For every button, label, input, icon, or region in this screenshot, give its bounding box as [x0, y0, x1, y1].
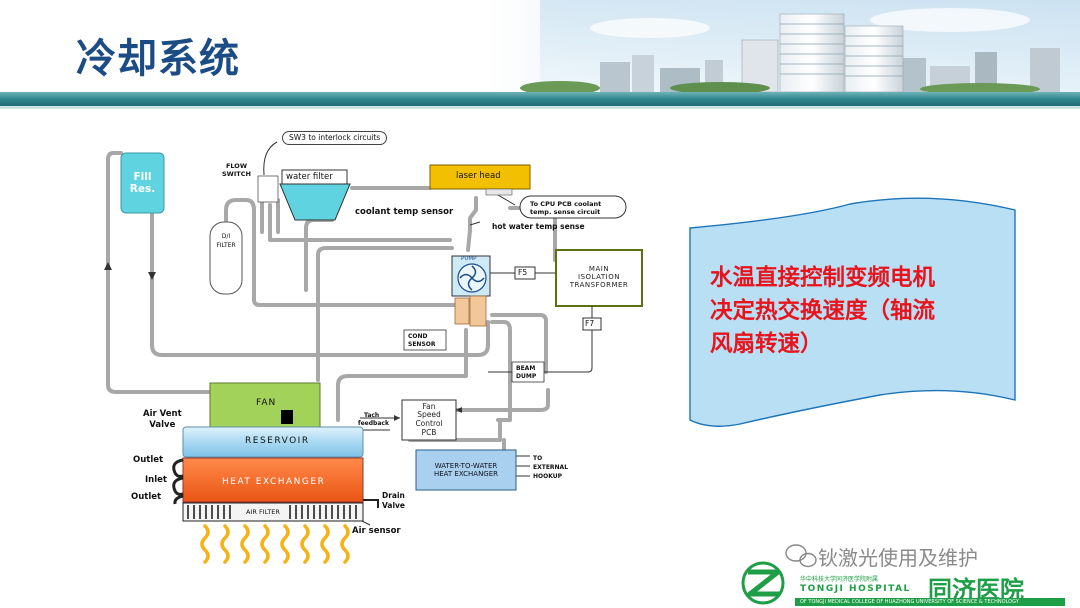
air-vent-line2: Valve	[149, 420, 176, 431]
tach-feedback-label: Tach feedback	[358, 412, 389, 428]
air-sensor-label: Air sensor	[352, 526, 401, 536]
pump-label: PUMP	[461, 256, 477, 262]
beam-dump-line2: DUMP	[516, 372, 537, 380]
to-ext-line2: EXTERNAL	[533, 464, 569, 471]
cond-sensor-line2: SENSOR	[408, 340, 436, 348]
slide-header: 冷却系统	[0, 0, 1080, 100]
inlet-label: Inlet	[145, 475, 167, 485]
to-ext-line3: HOOKUP	[533, 473, 563, 480]
flow-switch-line2: SWITCH	[222, 169, 251, 178]
hospital-name-en: TONGJI HOSPITAL	[800, 584, 911, 594]
hospital-subtitle-cn: 华中科技大学同济医学院附属	[800, 576, 879, 583]
heat-exchanger-label: HEAT EXCHANGER	[222, 477, 326, 487]
city-skyline-image	[520, 0, 1080, 95]
header-divider-line	[0, 106, 1080, 109]
to-cpu-label: To CPU PCB coolant temp. sense circuit	[530, 200, 601, 216]
callout-line2: 决定热交换速度（轴流	[710, 298, 936, 324]
fill-res-line2: Res.	[129, 183, 156, 195]
tach-line2: feedback	[358, 419, 389, 427]
fan-speed-control-pcb: Fan Speed Control PCB	[402, 401, 456, 439]
f7-fuse-label: F7	[585, 319, 595, 328]
di-filter-label: D/I FILTER	[212, 232, 240, 250]
drain-valve-line2: Valve	[382, 500, 406, 510]
hospital-subtitle-en: OF TONGJI MEDICAL COLLEGE OF HUAZHONG UN…	[800, 599, 1019, 605]
flow-switch-label: FLOW SWITCH	[222, 162, 251, 179]
di-filter-line2: FILTER	[216, 242, 236, 249]
to-cpu-line2: temp. sense circuit	[530, 208, 601, 217]
outlet-bottom-label: Outlet	[131, 492, 162, 502]
water-filter-label: water filter	[286, 172, 333, 182]
drain-valve-line1: Drain	[382, 491, 405, 500]
to-external-hookup-label: TO EXTERNAL HOOKUP	[533, 454, 568, 481]
transformer-line3: TRANSFORMER	[569, 280, 629, 289]
air-filter-label: AIR FILTER	[246, 508, 280, 516]
callout-text: 水温直接控制变频电机 决定热交换速度（轴流 风扇转速）	[710, 262, 935, 361]
to-ext-line1: TO	[533, 455, 543, 462]
air-vent-valve-label: Air Vent Valve	[143, 409, 182, 431]
laser-head-label: laser head	[456, 171, 501, 181]
fsc-line4: PCB	[421, 427, 437, 437]
page-title: 冷却系统	[76, 36, 240, 82]
beam-dump-line1: BEAM	[516, 365, 536, 372]
fan-label: FAN	[256, 398, 277, 408]
transformer-line1: MAIN	[588, 265, 610, 274]
w2w-line2: HEAT EXCHANGER	[433, 470, 499, 478]
fill-reservoir: Fill Res.	[121, 170, 164, 198]
fsc-line2: Speed	[417, 410, 441, 420]
header-divider-band	[0, 92, 1080, 106]
to-cpu-line1: To CPU PCB coolant	[530, 200, 602, 208]
w2w-line1: WATER-TO-WATER	[434, 462, 498, 471]
reservoir-label: RESERVOIR	[245, 436, 310, 446]
coolant-temp-sensor-label: coolant temp sensor	[355, 207, 454, 217]
watermark-text: 钬激光使用及维护	[818, 546, 978, 570]
callout-line1: 水温直接控制变频电机	[710, 265, 936, 291]
hospital-name-cn: 同济医院	[928, 576, 1024, 604]
fill-res-line1: Fill	[133, 171, 152, 184]
callout-line3: 风扇转速）	[710, 331, 823, 357]
f5-fuse-label: F5	[518, 268, 528, 277]
main-isolation-transformer: MAIN ISOLATION TRANSFORMER	[558, 262, 640, 294]
cond-sensor-line1: COND	[408, 333, 428, 340]
flow-switch-line1: FLOW	[225, 162, 247, 170]
outlet-top-label: Outlet	[133, 455, 164, 465]
cond-sensor-label: COND SENSOR	[408, 333, 435, 349]
sw3-interlock-label: SW3 to interlock circuits	[282, 131, 388, 145]
air-vent-line1: Air Vent	[143, 409, 182, 419]
hot-water-temp-sense-label: hot water temp sense	[492, 222, 585, 231]
fsc-line3: Control	[415, 419, 443, 428]
drain-valve-label: Drain Valve	[382, 491, 405, 511]
beam-dump-label: BEAM DUMP	[516, 365, 536, 381]
water-to-water-heat-exchanger: WATER-TO-WATER HEAT EXCHANGER	[416, 460, 516, 482]
tach-line1: Tach	[364, 412, 380, 419]
callout-shape	[689, 197, 1016, 427]
transformer-line2: ISOLATION	[578, 273, 620, 282]
di-filter-line1: D/I	[221, 233, 231, 240]
fsc-line1: Fan	[422, 401, 436, 411]
